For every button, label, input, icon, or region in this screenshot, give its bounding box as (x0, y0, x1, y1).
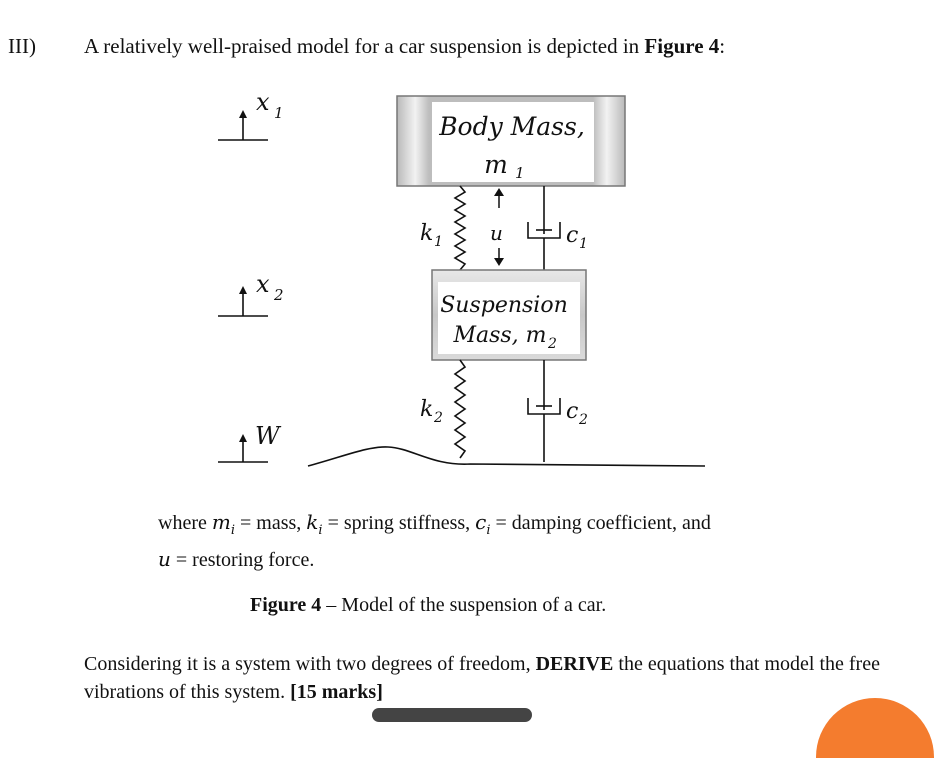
body-mass-block: Body Mass, m 1 (396, 95, 626, 187)
c2-sub: 2 (578, 412, 588, 428)
ground-line (307, 446, 706, 467)
intro-text: A relatively well-praised model for a ca… (84, 34, 645, 58)
def-stiffness: = spring stiffness, (322, 512, 476, 534)
suspension-mass-block: Suspension Mass, m 2 (431, 269, 587, 361)
def-damping: = damping coefficient, and (490, 512, 711, 534)
figure-caption: Figure 4 – Model of the suspension of a … (250, 594, 606, 617)
c1-label: c (566, 223, 578, 248)
k2-sub: 2 (433, 410, 443, 426)
x1-marker (218, 110, 268, 141)
x1-label: x (256, 88, 270, 116)
spring-k1 (453, 185, 467, 271)
task-text-1: Considering it is a system with two degr… (84, 653, 536, 675)
suspension-mass-label: Suspension (440, 293, 568, 318)
u-arrows (494, 188, 504, 266)
body-mass-sub: 1 (515, 164, 525, 182)
c2-label: c (566, 399, 578, 424)
x2-marker (218, 286, 268, 317)
w-marker (218, 434, 268, 463)
k1-sub: 1 (434, 234, 443, 250)
symbol-m: m (211, 510, 231, 534)
where-word: where (158, 512, 212, 534)
scroll-indicator[interactable] (372, 708, 532, 722)
task-paragraph: Considering it is a system with two degr… (84, 650, 944, 706)
symbol-k: k (306, 510, 319, 534)
suspension-mass-sub: 2 (547, 336, 557, 352)
question-number: III) (8, 34, 36, 58)
symbol-c: c (475, 510, 487, 534)
body-mass-m: m (484, 150, 508, 179)
body-mass-label: Body Mass, (438, 112, 585, 141)
u-label: u (490, 221, 503, 245)
k2-label: k (420, 397, 433, 422)
c1-sub: 1 (579, 236, 588, 252)
symbol-u: u (158, 547, 171, 571)
symbol-m-sub: i (230, 523, 235, 538)
question-intro: A relatively well-praised model for a ca… (84, 34, 725, 59)
intro-colon: : (719, 34, 726, 58)
task-derive: DERIVE (535, 653, 614, 675)
x1-sub: 1 (274, 104, 284, 122)
suspension-diagram: Body Mass, m 1 u k 1 c 1 Suspension Mass… (218, 88, 706, 467)
symbol-definitions: where mi = mass, ki = spring stiffness, … (158, 508, 918, 574)
symbol-k-sub: i (318, 523, 323, 538)
caption-figure-ref: Figure 4 (250, 594, 322, 616)
task-text-2: the equations that model the free vibrat… (84, 653, 880, 703)
caption-text: – Model of the suspension of a car. (321, 594, 607, 616)
k1-label: k (420, 221, 433, 246)
symbol-c-sub: i (486, 523, 491, 538)
floating-action-button[interactable] (816, 698, 934, 758)
x2-label: x (256, 270, 270, 298)
damper-c2 (527, 360, 561, 462)
def-force: = restoring force. (170, 549, 315, 571)
w-label: W (255, 422, 282, 450)
x2-sub: 2 (273, 286, 284, 304)
suspension-mass-m: Mass, m (452, 323, 546, 348)
damper-c1 (527, 186, 561, 270)
def-mass: = mass, (235, 512, 307, 534)
intro-figure-ref: Figure 4 (644, 34, 720, 58)
spring-k2 (453, 359, 467, 459)
task-marks: [15 marks] (290, 681, 383, 703)
